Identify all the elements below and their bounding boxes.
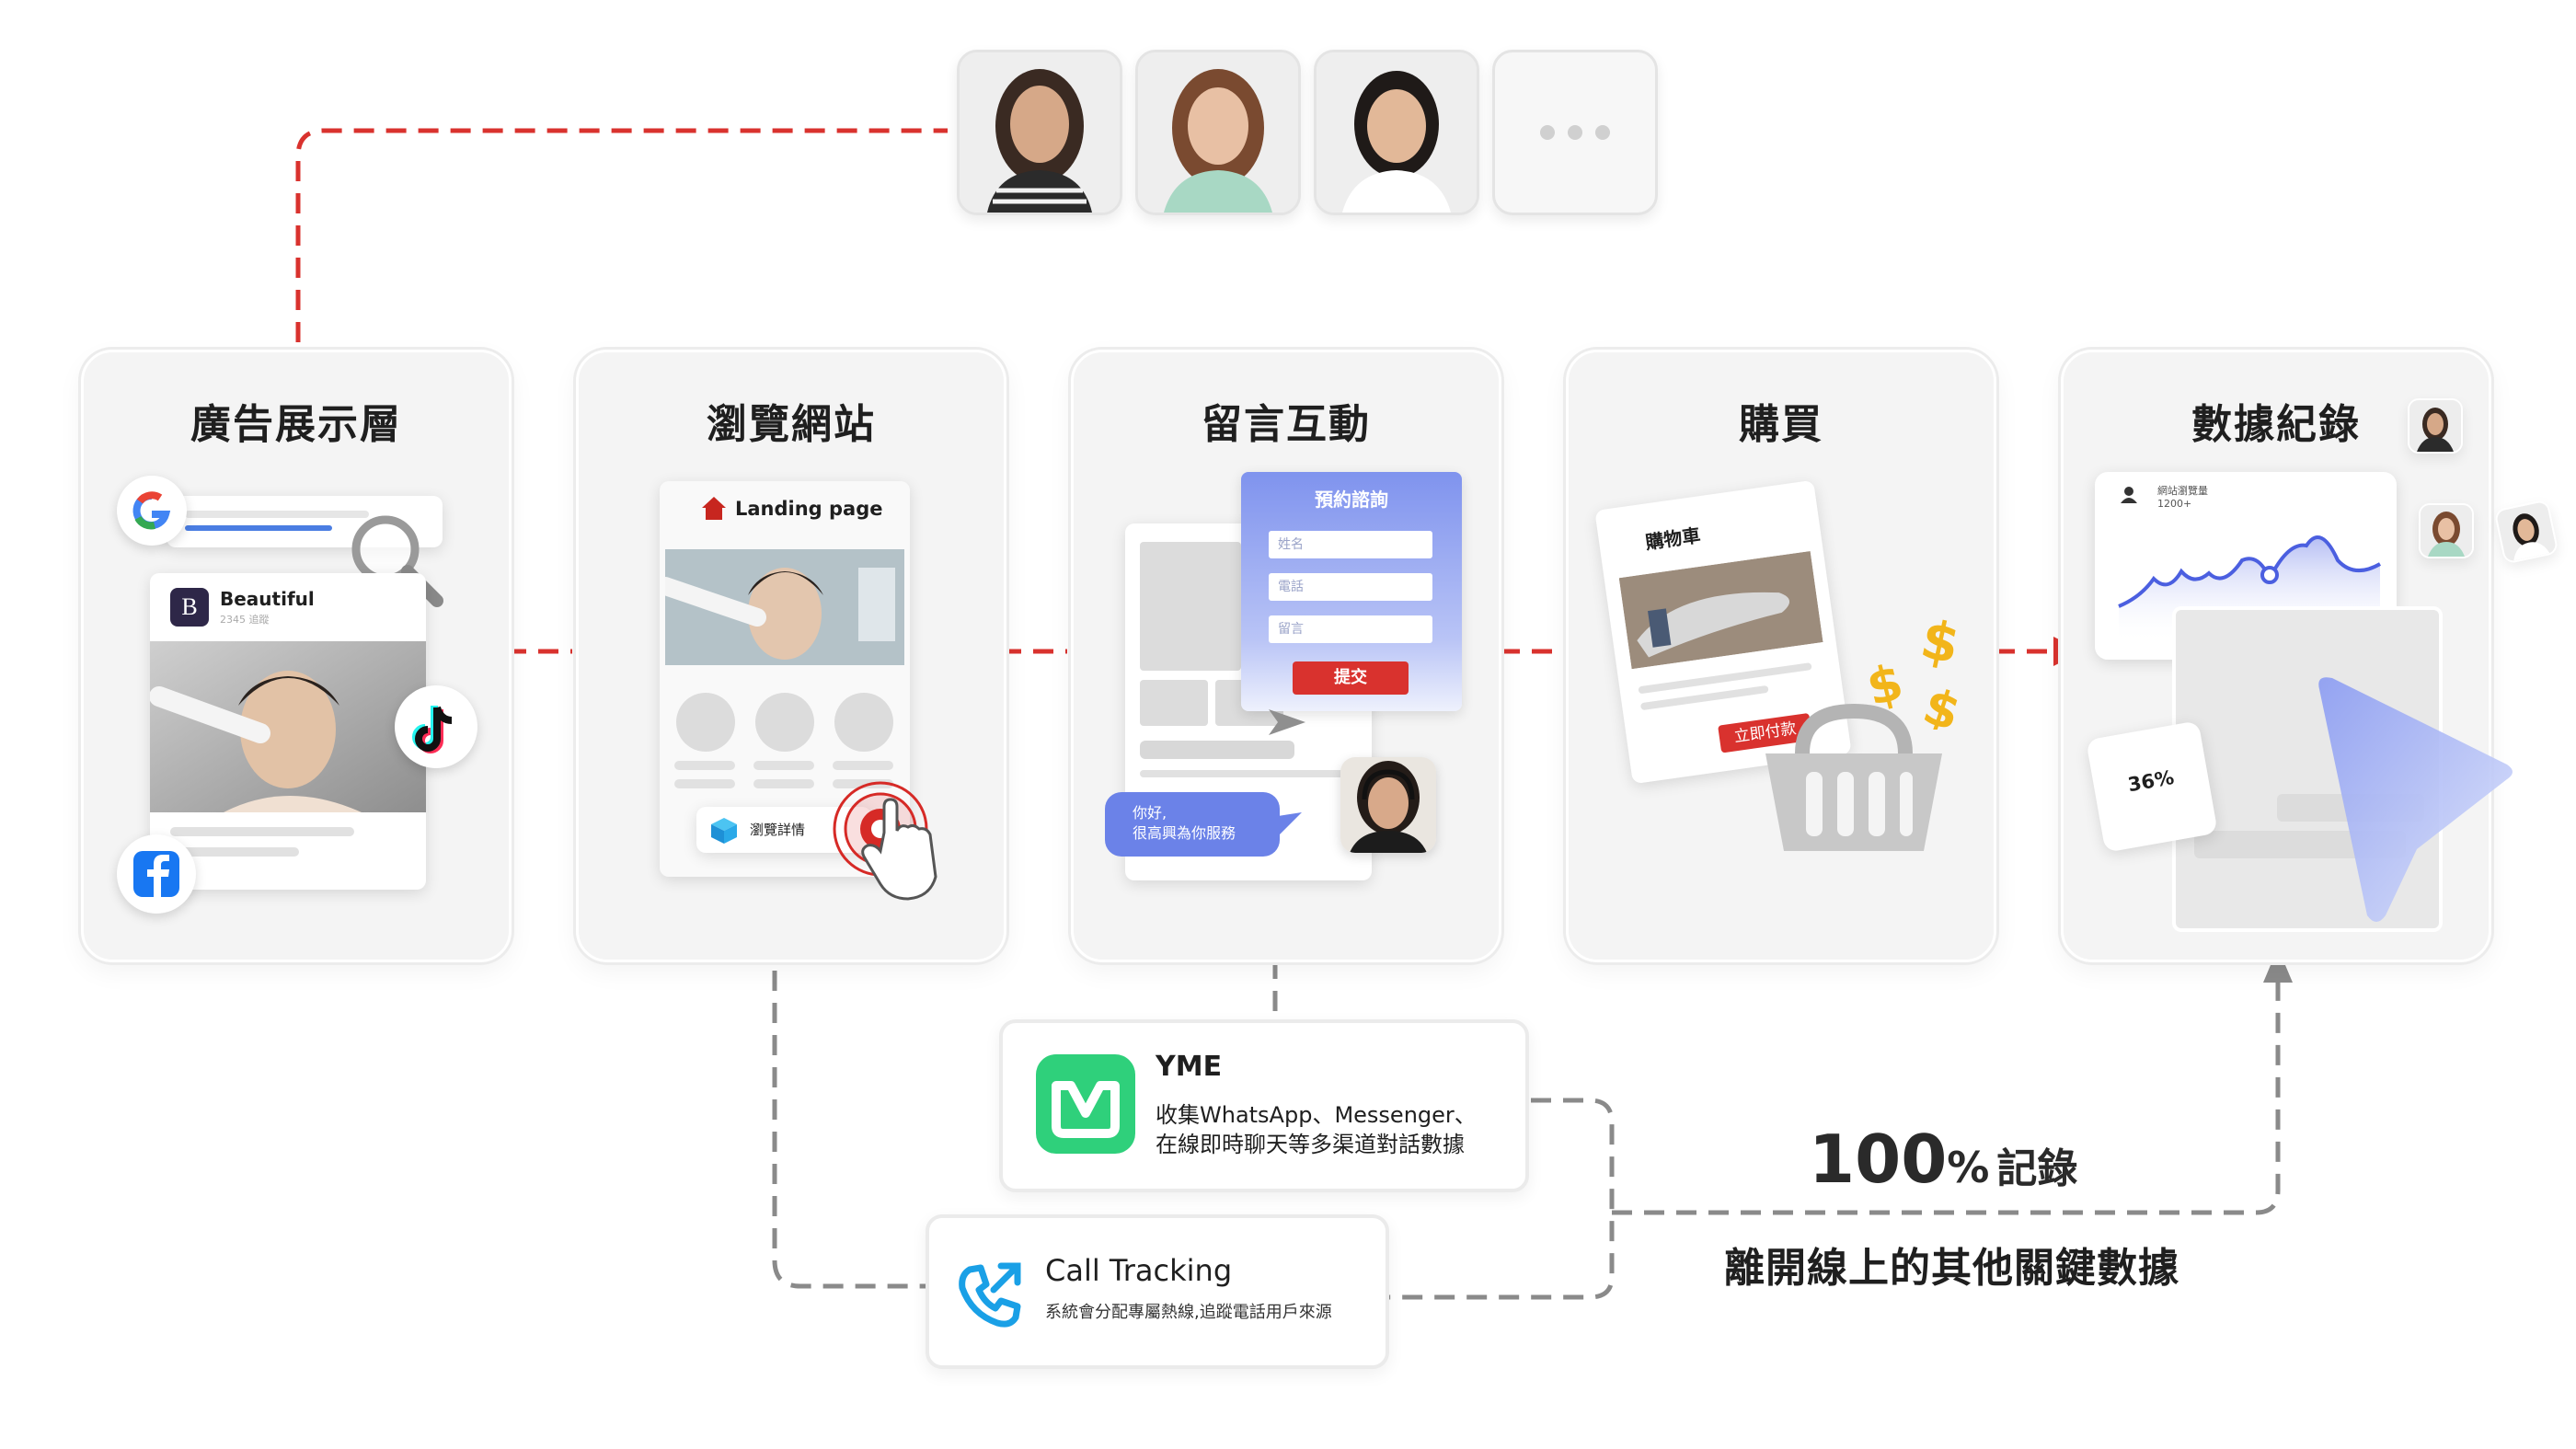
- brand-logo: B: [170, 588, 209, 627]
- stage-title: 購買: [1739, 401, 1823, 448]
- user-icon: [2121, 487, 2137, 503]
- avatar-2: [1135, 50, 1301, 215]
- cube-icon: [711, 818, 737, 844]
- brand-name: Beautiful: [220, 588, 315, 610]
- funnel-icon: [2318, 677, 2513, 922]
- agent-avatar: [1340, 757, 1436, 853]
- percent-value: 36%: [2126, 765, 2176, 797]
- landing-title: Landing page: [735, 498, 883, 520]
- call-title: Call Tracking: [1045, 1253, 1233, 1288]
- basket-icon: [1765, 703, 1942, 851]
- person-avatar-icon: [960, 52, 1120, 213]
- home-icon: [702, 497, 726, 520]
- yme-title: YME: [1156, 1051, 1223, 1083]
- svg-text:$: $: [1915, 610, 1962, 676]
- phone-field[interactable]: 電話: [1269, 573, 1432, 601]
- shopping-cart-card: 購物車 立即付款: [1594, 479, 1852, 785]
- avatar-more[interactable]: [1492, 50, 1658, 215]
- yme-line-2: 在線即時聊天等多渠道對話數據: [1156, 1132, 1465, 1157]
- stage-title: 瀏覽網站: [707, 401, 876, 448]
- stats-value: 1200+: [2157, 498, 2192, 510]
- cursor-arrow-icon: [1269, 709, 1305, 735]
- record-number: 100: [1809, 1121, 1948, 1198]
- ad-post-card: B Beautiful 2345 追蹤: [150, 573, 426, 890]
- target-click-icon: [833, 781, 937, 901]
- message-field[interactable]: 留言: [1269, 615, 1432, 643]
- person-avatar-icon: [2409, 400, 2461, 452]
- stage-ad-display: 廣告展示層 B Beautiful 2345 追蹤: [81, 350, 512, 962]
- stage-title: 留言互動: [1202, 401, 1371, 448]
- stage-browse-website: 瀏覽網站 Landing page 瀏覽詳情: [576, 350, 1006, 962]
- small-avatar-2: [2419, 503, 2474, 558]
- hand-pointer-icon: [861, 798, 937, 901]
- yme-logo-icon: [1036, 1054, 1135, 1154]
- cart-title: 購物車: [1643, 523, 1702, 554]
- person-avatar-icon: [1317, 52, 1477, 213]
- ad-photo: [150, 641, 426, 812]
- browse-details-button[interactable]: 瀏覽詳情: [696, 807, 871, 853]
- landing-photo: [665, 549, 904, 665]
- record-caption: 離開線上的其他關鍵數據: [1724, 1245, 2179, 1292]
- person-avatar-icon: [1138, 52, 1298, 213]
- chat-bubble: 你好, 很高興為你服務: [1105, 792, 1280, 857]
- record-unit: %: [1947, 1143, 1990, 1192]
- stage-comment-interaction: 留言互動 預約諮詢 姓名 電話 留言 提交 你好, 很高興為你服務: [1071, 350, 1501, 962]
- avatar-1: [957, 50, 1122, 215]
- stage-title: 數據紀錄: [2191, 401, 2361, 448]
- more-dots-icon: [1540, 125, 1610, 140]
- percent-card: 36%: [2086, 720, 2218, 853]
- brand-followers: 2345 追蹤: [220, 614, 270, 626]
- stage-purchase: 購買 購物車 立即付款 $ $ $: [1566, 350, 1996, 962]
- phone-icon: [959, 1262, 1021, 1328]
- call-tracking-card: Call Tracking 系統會分配專屬熱線,追蹤電話用戶來源: [926, 1214, 1389, 1369]
- google-icon: [117, 476, 187, 546]
- chat-line-1: 你好,: [1133, 804, 1167, 822]
- chat-line-2: 很高興為你服務: [1133, 824, 1236, 842]
- facebook-icon: [117, 834, 196, 914]
- avatar-3: [1314, 50, 1479, 215]
- stage-data-recording: 數據紀錄 網站瀏覽量 1200+ 36%: [2061, 350, 2513, 962]
- stage-title: 廣告展示層: [190, 401, 402, 448]
- call-desc: 系統會分配專屬熱線,追蹤電話用戶來源: [1045, 1303, 1332, 1322]
- support-agent-icon: [1340, 757, 1436, 853]
- form-title: 預約諮詢: [1315, 489, 1388, 511]
- small-avatar-3: [2493, 499, 2559, 565]
- yme-card: YME 收集WhatsApp、Messenger、 在線即時聊天等多渠道對話數據: [999, 1019, 1529, 1192]
- person-avatar-icon: [2421, 505, 2472, 557]
- yme-line-1: 收集WhatsApp、Messenger、: [1156, 1102, 1477, 1128]
- submit-button[interactable]: 提交: [1293, 661, 1409, 695]
- tiktok-icon: [395, 685, 477, 768]
- stats-label: 網站瀏覽量: [2157, 485, 2208, 497]
- record-word: 記錄: [1996, 1145, 2078, 1192]
- chat-tail: [1278, 812, 1302, 836]
- consultation-form: 預約諮詢 姓名 電話 留言 提交: [1241, 472, 1462, 711]
- record-heading: 100%記錄: [1809, 1121, 2077, 1198]
- landing-page-mockup: Landing page 瀏覽詳情: [660, 481, 910, 877]
- browse-details-label: 瀏覽詳情: [750, 822, 806, 838]
- name-field[interactable]: 姓名: [1269, 531, 1432, 558]
- person-avatar-icon: [2495, 500, 2558, 563]
- dollar-icon: $ $ $: [1861, 610, 1962, 730]
- small-avatar-1: [2408, 398, 2463, 454]
- product-photo: [1618, 550, 1823, 670]
